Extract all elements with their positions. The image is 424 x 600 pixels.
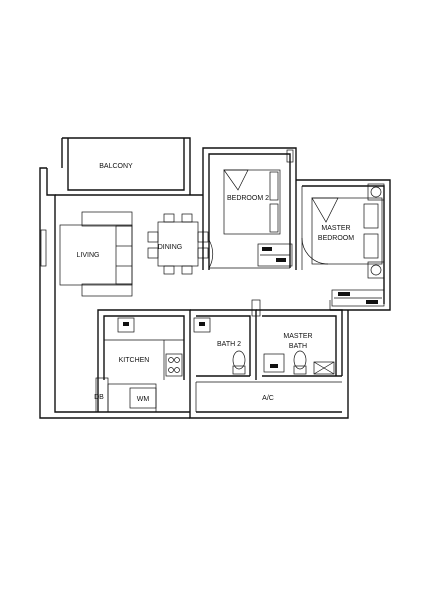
bed-master-bedroom xyxy=(311,183,385,279)
wardrobe-bedroom-2 xyxy=(257,243,293,267)
sofa-living xyxy=(59,211,133,297)
label-db: DB xyxy=(94,394,104,401)
ac-ledge xyxy=(195,381,342,412)
label-master-bedroom-line1: MASTER xyxy=(321,225,350,232)
label-ac: A/C xyxy=(262,395,274,402)
dining-table xyxy=(147,213,209,275)
master-bath-walls xyxy=(251,299,343,377)
bed-bedroom-2 xyxy=(223,169,281,235)
kitchen-walls xyxy=(95,309,191,413)
label-living: LIVING xyxy=(77,252,100,259)
label-balcony: BALCONY xyxy=(99,163,133,170)
label-dining: DINING xyxy=(158,244,183,251)
label-kitchen: KITCHEN xyxy=(119,357,150,364)
master-bedroom-walls xyxy=(296,179,391,311)
label-wm: WM xyxy=(137,396,150,403)
bedroom-2-walls xyxy=(202,147,297,270)
label-bath-2: BATH 2 xyxy=(217,341,241,348)
label-bedroom-2: BEDROOM 2 xyxy=(227,195,269,202)
wardrobe-master-bedroom xyxy=(331,289,385,307)
label-master-bath-line2: BATH xyxy=(289,343,307,350)
label-master-bath-line1: MASTER xyxy=(283,333,312,340)
label-master-bedroom-line2: BEDROOM xyxy=(318,235,354,242)
